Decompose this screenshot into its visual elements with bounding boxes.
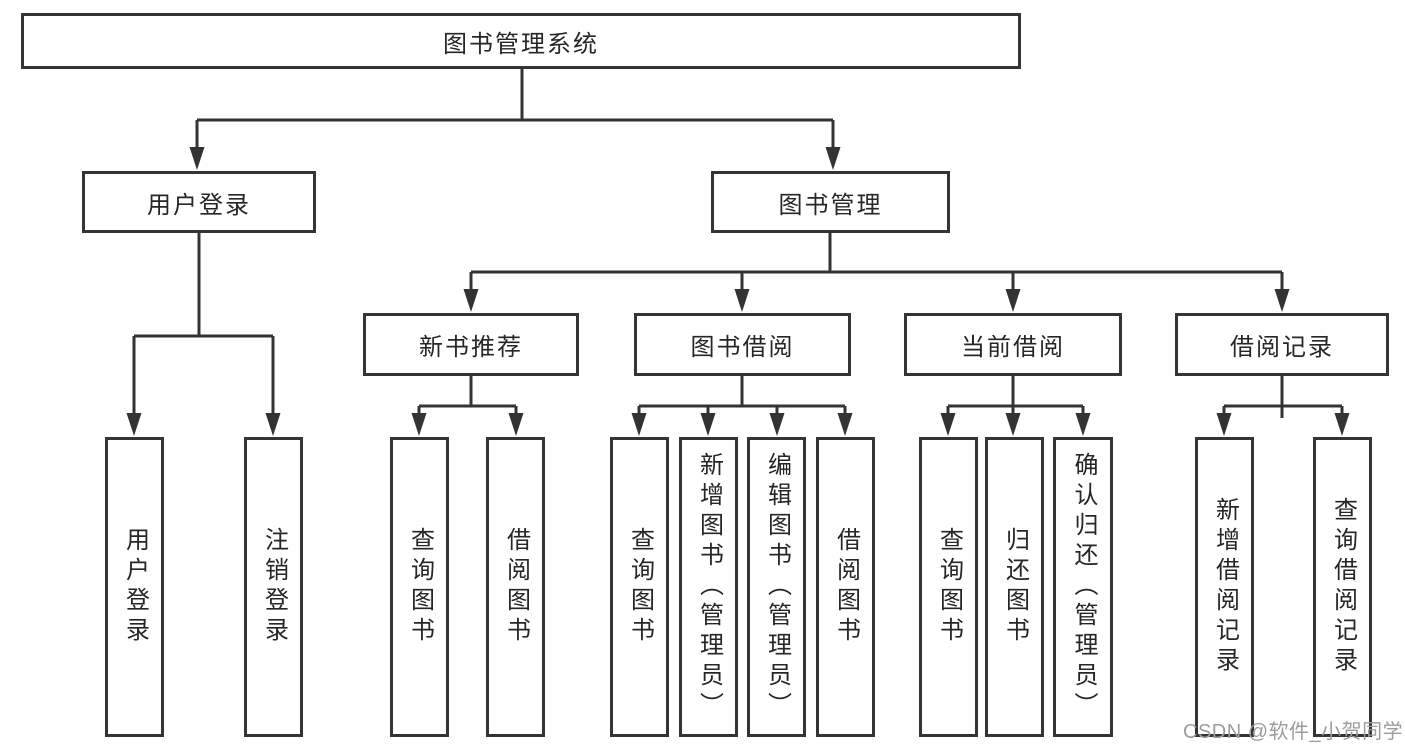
- leaf-add-borrow-record: 新增借阅记录: [1195, 437, 1254, 737]
- leaf-borrow-books-recommend: 借阅图书: [486, 437, 545, 737]
- node-library-management-system: 图书管理系统: [21, 13, 1021, 69]
- leaf-label: 用户登录: [121, 527, 149, 647]
- leaf-add-book-admin: 新增图书（管理员）: [679, 437, 738, 737]
- leaf-query-books-recommend: 查询图书: [390, 437, 449, 737]
- leaf-label: 查询图书: [626, 527, 654, 647]
- leaf-label: 借阅图书: [832, 527, 860, 647]
- leaf-label: 查询借阅记录: [1329, 497, 1357, 677]
- leaf-borrow-books: 借阅图书: [816, 437, 875, 737]
- leaf-label: 新增借阅记录: [1211, 497, 1239, 677]
- node-user-login: 用户登录: [82, 171, 316, 233]
- leaf-query-books-borrow: 查询图书: [610, 437, 669, 737]
- node-new-book-recommend: 新书推荐: [363, 313, 579, 376]
- leaf-edit-book-admin: 编辑图书（管理员）: [747, 437, 806, 737]
- leaf-label: 确认归还（管理员）: [1070, 452, 1097, 722]
- leaf-label: 新增图书（管理员）: [695, 452, 723, 722]
- node-current-borrow: 当前借阅: [904, 313, 1122, 376]
- leaf-label: 归还图书: [1001, 527, 1029, 647]
- leaf-confirm-return-admin: 确认归还（管理员）: [1053, 437, 1113, 737]
- leaf-user-login: 用户登录: [105, 437, 164, 737]
- node-book-borrow: 图书借阅: [634, 313, 851, 376]
- node-borrow-records: 借阅记录: [1175, 313, 1389, 376]
- leaf-label: 查询图书: [935, 527, 963, 647]
- node-book-management: 图书管理: [711, 171, 950, 233]
- csdn-watermark: CSDN @软件_小贺同学: [1183, 721, 1404, 743]
- leaf-label: 借阅图书: [502, 527, 530, 647]
- leaf-logout: 注销登录: [244, 437, 303, 737]
- arrowheads: [126, 147, 1350, 436]
- leaf-query-books-current: 查询图书: [919, 437, 978, 737]
- leaf-label: 编辑图书（管理员）: [763, 452, 791, 722]
- leaf-label: 查询图书: [406, 527, 434, 647]
- leaf-query-borrow-record: 查询借阅记录: [1313, 437, 1372, 737]
- leaf-return-book: 归还图书: [985, 437, 1044, 737]
- leaf-label: 注销登录: [260, 527, 288, 647]
